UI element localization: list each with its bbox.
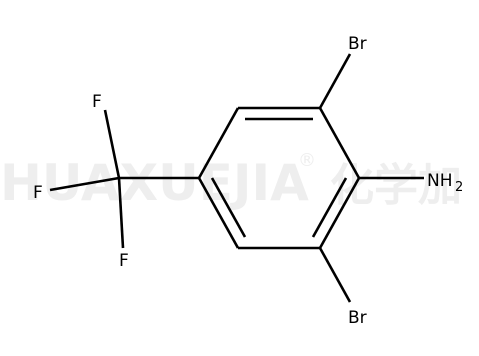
atom-br-top: Br <box>348 34 367 54</box>
ring-bond-bottom-right-inner <box>311 177 348 238</box>
atom-f-bottom: F <box>119 251 129 271</box>
bond-to-br-bottom <box>318 247 352 303</box>
watermark: HUAXUEJIA ® 化学加 <box>0 150 462 212</box>
watermark-registered-mark: ® <box>298 150 316 171</box>
watermark-brand: HUAXUEJIA <box>0 154 309 212</box>
atom-labels: Br Br NH 2 F F F <box>33 34 463 328</box>
atom-nh2-subscript: 2 <box>455 180 463 195</box>
ring-bond-bottom-left <box>197 177 240 249</box>
benzene-ring <box>197 106 361 250</box>
atom-br-bottom: Br <box>348 308 367 328</box>
bond-to-br-top <box>318 53 352 109</box>
substituent-bonds <box>49 53 424 303</box>
bond-to-f-top <box>103 109 121 179</box>
ring-bond-bottom-left-inner <box>210 177 247 238</box>
bond-to-f-left <box>49 176 120 192</box>
atom-f-left: F <box>33 183 43 203</box>
atom-nh2: NH <box>427 171 453 191</box>
ring-bond-bottom-right <box>318 177 361 249</box>
ring-bond-top-right <box>318 107 361 179</box>
atom-f-top: F <box>92 92 102 112</box>
ring-bond-top-left-side <box>197 107 240 179</box>
bond-to-f-bottom <box>117 177 125 249</box>
watermark-chinese: 化学加 <box>330 160 462 211</box>
